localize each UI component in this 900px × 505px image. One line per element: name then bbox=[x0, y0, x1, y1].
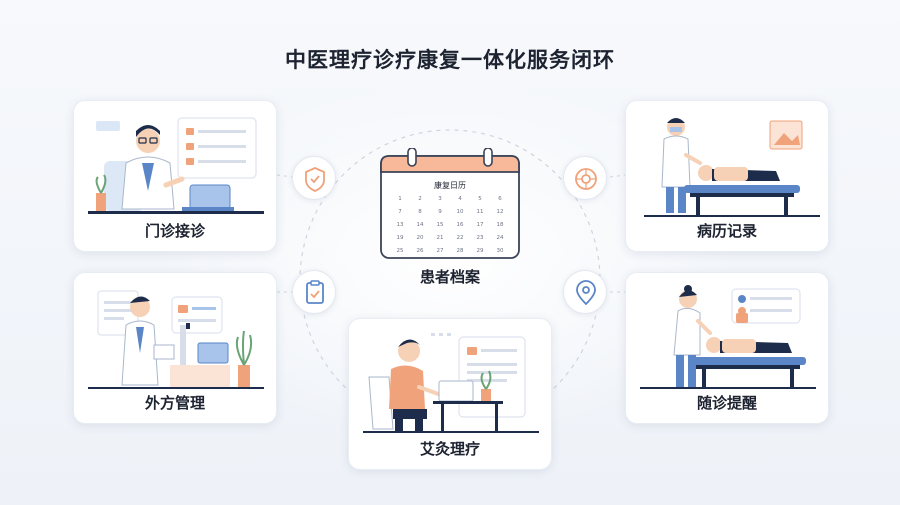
calendar-day: 10 bbox=[457, 209, 464, 215]
calendar-day: 3 bbox=[438, 196, 442, 202]
calendar-day: 5 bbox=[478, 196, 482, 202]
calendar-day: 22 bbox=[457, 235, 464, 241]
calendar-day: 29 bbox=[477, 248, 484, 254]
calendar-day: 1 bbox=[398, 196, 402, 202]
card-moxibustion[interactable]: 艾灸理疗 bbox=[348, 318, 552, 470]
card-followup[interactable]: 随诊提醒 bbox=[625, 272, 829, 424]
clipboard-check-icon bbox=[306, 280, 324, 304]
laptop-worker-illustration bbox=[363, 333, 539, 433]
card-outpatient-label: 门诊接诊 bbox=[144, 222, 205, 240]
pharmacist-illustration bbox=[88, 290, 264, 389]
calendar-day: 9 bbox=[438, 209, 442, 215]
calendar-day: 18 bbox=[497, 222, 504, 228]
calendar-day: 23 bbox=[477, 235, 484, 241]
calendar-day: 27 bbox=[437, 248, 444, 254]
calendar-day: 7 bbox=[398, 209, 402, 215]
card-outpatient[interactable]: 门诊接诊 bbox=[73, 100, 277, 252]
camera-lens-icon bbox=[575, 168, 597, 190]
calendar-day: 16 bbox=[457, 222, 464, 228]
calendar-day: 4 bbox=[458, 196, 462, 202]
location-pin-icon bbox=[576, 280, 596, 306]
calendar-day: 21 bbox=[437, 235, 444, 241]
calendar-day: 6 bbox=[498, 196, 502, 202]
calendar-day: 20 bbox=[417, 235, 424, 241]
calendar-day: 26 bbox=[417, 248, 424, 254]
calendar-day: 15 bbox=[437, 222, 444, 228]
center-label: 患者档案 bbox=[419, 268, 480, 286]
calendar-day: 14 bbox=[417, 222, 424, 228]
card-followup-label: 随诊提醒 bbox=[696, 394, 757, 412]
card-records[interactable]: 病历记录 bbox=[625, 100, 829, 252]
calendar-day: 17 bbox=[477, 222, 484, 228]
calendar-day: 12 bbox=[497, 209, 504, 215]
calendar-day: 11 bbox=[477, 209, 484, 215]
calendar-day: 19 bbox=[397, 235, 404, 241]
node-clipboard bbox=[292, 270, 336, 314]
calendar-day: 30 bbox=[497, 248, 504, 254]
calendar-title: 康复日历 bbox=[434, 180, 466, 190]
patient-bed-illustration bbox=[644, 118, 820, 217]
node-lens bbox=[563, 156, 607, 200]
node-shield bbox=[292, 156, 336, 200]
doctor-desk-illustration bbox=[88, 117, 264, 214]
node-location bbox=[563, 270, 607, 314]
calendar-day: 13 bbox=[397, 222, 404, 228]
card-moxibustion-label: 艾灸理疗 bbox=[419, 440, 480, 458]
card-records-label: 病历记录 bbox=[696, 222, 757, 240]
diagram-title: 中医理疗诊疗康复一体化服务闭环 bbox=[285, 48, 615, 72]
calendar-day: 2 bbox=[418, 196, 422, 202]
card-prescription-label: 外方管理 bbox=[144, 394, 205, 412]
card-prescription[interactable]: 外方管理 bbox=[73, 272, 277, 424]
calendar-day: 24 bbox=[497, 235, 504, 241]
therapist-massage-illustration bbox=[640, 285, 816, 389]
calendar-day: 8 bbox=[418, 209, 422, 215]
shield-icon bbox=[305, 167, 325, 192]
calendar-day: 28 bbox=[457, 248, 464, 254]
calendar-day: 25 bbox=[397, 248, 404, 254]
